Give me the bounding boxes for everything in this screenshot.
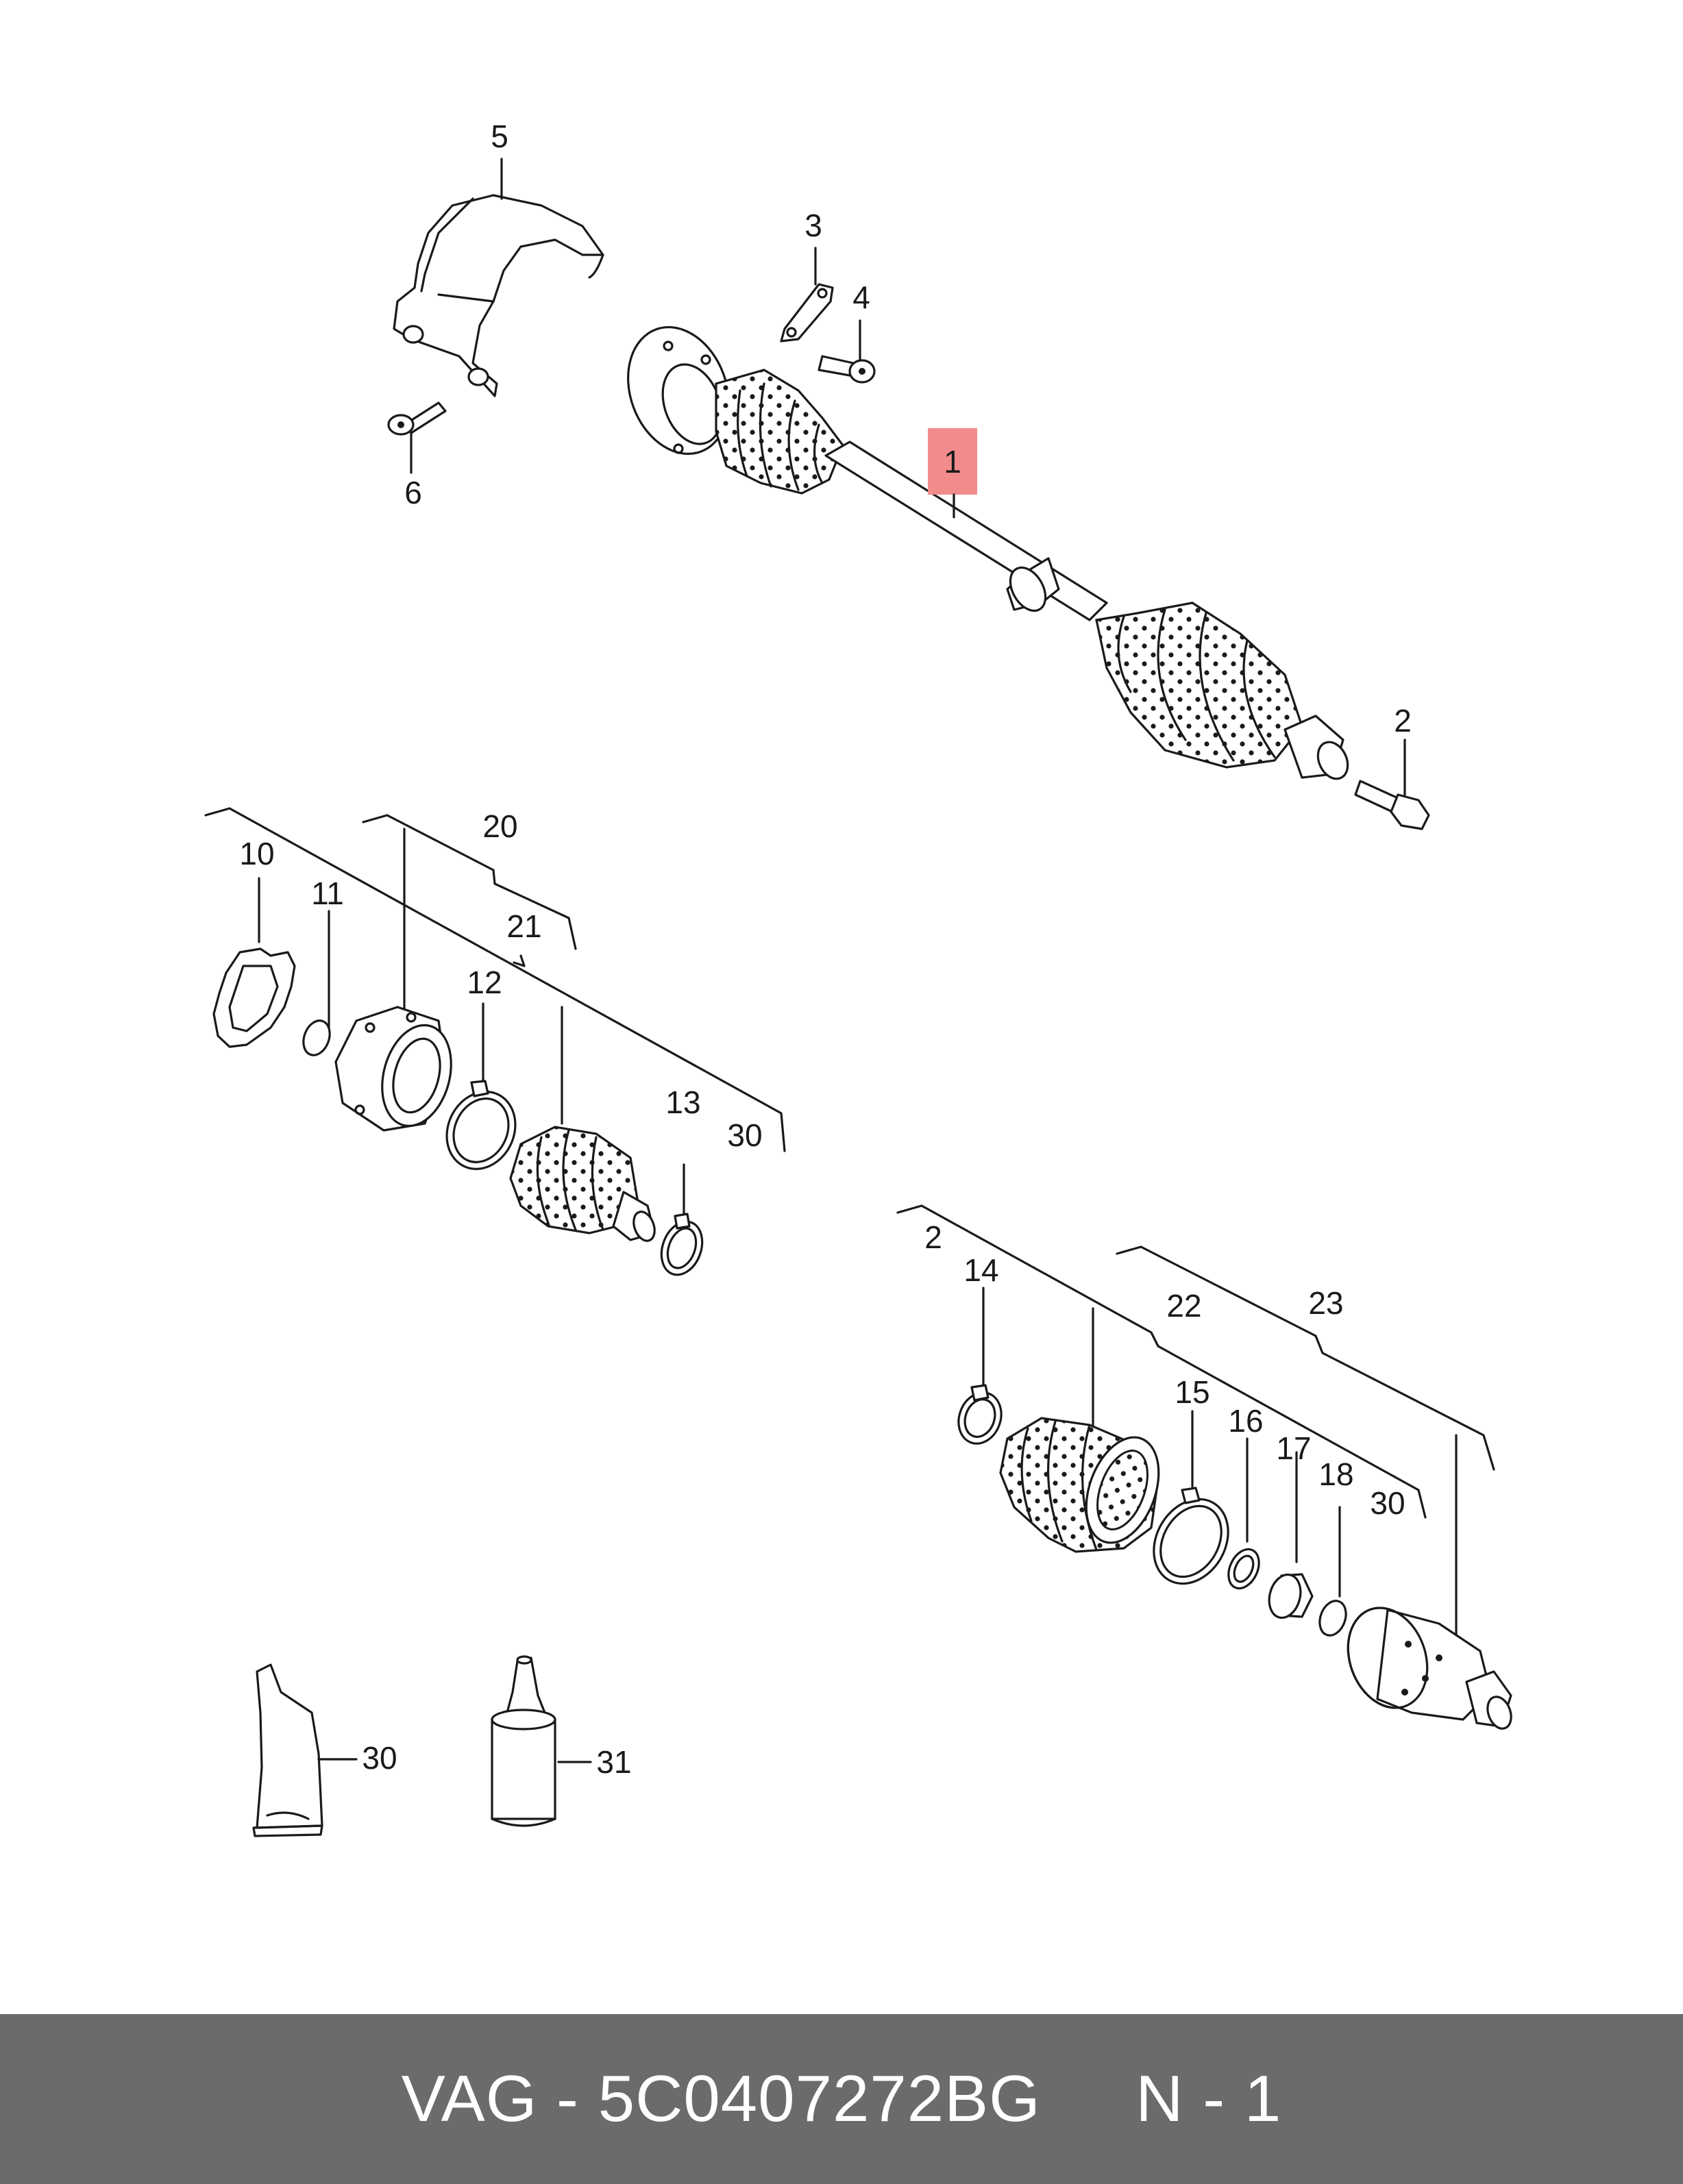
callout-18: 18 — [1318, 1456, 1353, 1492]
callout-4: 4 — [852, 280, 870, 315]
outer-joint-part-23 — [1347, 1606, 1512, 1730]
grease-tube-part-30 — [252, 1663, 358, 1837]
callout-5: 5 — [491, 119, 508, 154]
top-leader-lines — [410, 158, 1406, 796]
bolt-part-4 — [818, 355, 876, 384]
part-1-highlight — [928, 428, 977, 495]
callout-14: 14 — [963, 1252, 998, 1288]
callout-3: 3 — [804, 208, 822, 243]
clamp-part-14 — [957, 1384, 1003, 1445]
clamp-part-12 — [445, 1080, 517, 1170]
boot-part-2 — [999, 1417, 1160, 1553]
callout-17: 17 — [1276, 1430, 1311, 1466]
circlip-part-18 — [1318, 1600, 1347, 1637]
clamp-part-13 — [660, 1213, 704, 1276]
callout-31: 31 — [596, 1744, 631, 1780]
boot-part-21 — [509, 1126, 656, 1242]
callout-16: 16 — [1228, 1403, 1263, 1439]
callout-30-right: 30 — [1370, 1485, 1405, 1521]
drive-shaft-part-1 — [627, 325, 1349, 780]
callout-1: 1 — [944, 444, 961, 480]
bracket-lines-left-assembly — [204, 807, 786, 1217]
callout-20: 20 — [482, 808, 517, 844]
bracket-lines-right-assembly — [896, 1204, 1495, 1639]
circlip-part-11 — [302, 1019, 331, 1056]
heat-shield-part-5 — [393, 194, 604, 397]
sealant-bottle-part-31 — [491, 1655, 592, 1827]
washer-part-16 — [1227, 1548, 1260, 1590]
callout-2-top: 2 — [1394, 703, 1412, 739]
callout-22: 22 — [1166, 1288, 1201, 1324]
footer-bar: VAG - 5C0407272BG N - 1 — [0, 2014, 1683, 2184]
part-number-caption: VAG - 5C0407272BG N - 1 — [401, 2062, 1282, 2135]
callout-21: 21 — [506, 908, 541, 944]
callout-6: 6 — [404, 475, 422, 510]
callout-30-left: 30 — [727, 1117, 762, 1153]
callout-12: 12 — [467, 965, 502, 1000]
callout-23: 23 — [1308, 1285, 1343, 1321]
callout-11: 11 — [311, 876, 344, 911]
callout-10: 10 — [239, 836, 274, 871]
callout-13: 13 — [665, 1084, 700, 1120]
callout-15: 15 — [1175, 1374, 1209, 1410]
callout-2-bottom: 2 — [924, 1219, 942, 1255]
gasket-part-10 — [212, 947, 296, 1048]
callout-30-tube: 30 — [362, 1740, 397, 1776]
clamp-part-15 — [1153, 1487, 1229, 1585]
joint-housing-part-20 — [334, 1006, 452, 1132]
bolt-part-6 — [387, 401, 447, 436]
dished-washer-part-17 — [1268, 1573, 1314, 1620]
parts-diagram: 1 2 3 4 5 6 10 11 20 21 12 13 30 2 14 22… — [204, 119, 1512, 1837]
bolt-part-2 — [1354, 780, 1430, 830]
lock-plate-part-3 — [780, 283, 834, 343]
